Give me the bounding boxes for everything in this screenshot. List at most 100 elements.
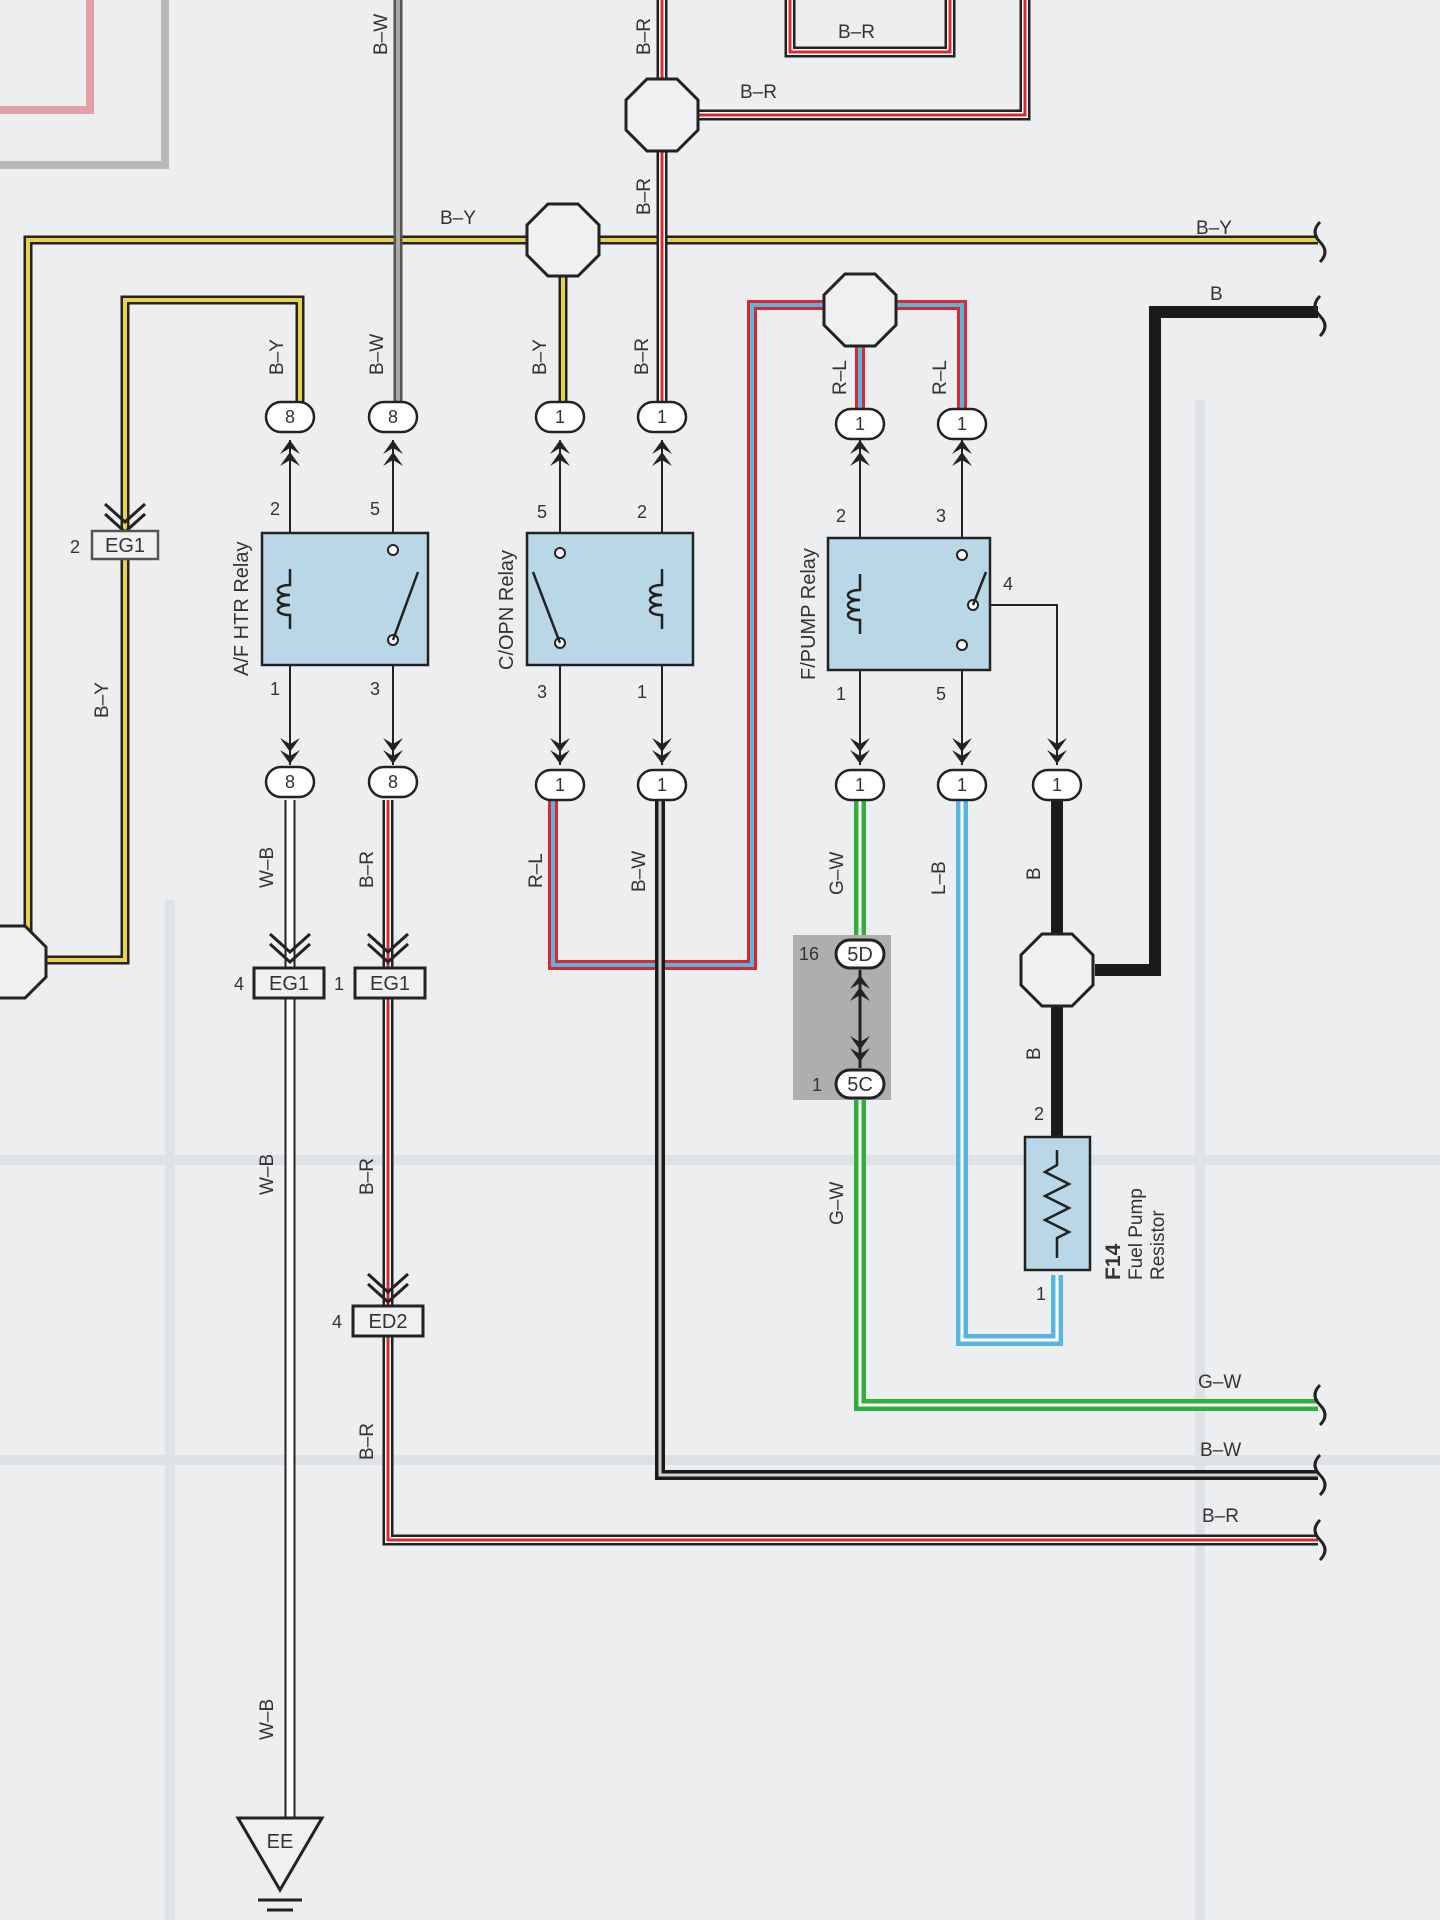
pin-label: 1 bbox=[957, 775, 967, 795]
pin-number: 5 bbox=[537, 502, 547, 522]
pin-number: 5 bbox=[370, 499, 380, 519]
pin-label: 8 bbox=[388, 772, 398, 792]
wire-label: B–R bbox=[357, 1423, 378, 1460]
af-htr-relay-label: A/F HTR Relay bbox=[231, 542, 253, 676]
fuel-pump-resistor: 2 1 F14 Fuel Pump Resistor bbox=[1023, 1104, 1169, 1304]
pin-number: 1 bbox=[812, 1075, 822, 1095]
pin-number: 1 bbox=[334, 974, 344, 994]
wire-label: B–R bbox=[634, 178, 655, 215]
wire-label: B bbox=[1024, 867, 1045, 880]
pin-label: 8 bbox=[285, 407, 295, 427]
wire-label: B–Y bbox=[1196, 218, 1232, 239]
pin-number: 2 bbox=[270, 499, 280, 519]
connector-ed2: ED2 4 bbox=[332, 1304, 425, 1338]
wire-label: B–R bbox=[357, 851, 378, 888]
connector-eg1-wb: EG1 4 bbox=[234, 966, 326, 1000]
connector-code: EG1 bbox=[370, 973, 410, 995]
background-grid bbox=[0, 400, 1440, 1920]
fpump-relay bbox=[826, 536, 992, 672]
af-htr-relay bbox=[260, 531, 430, 667]
pin-number: 1 bbox=[637, 682, 647, 702]
pin-number: 2 bbox=[836, 506, 846, 526]
wire-label: G–W bbox=[1198, 1372, 1241, 1393]
wire-label: B–R bbox=[740, 82, 777, 103]
wire-r-l bbox=[548, 300, 967, 970]
pin-label: 1 bbox=[1052, 775, 1062, 795]
resistor-name-line2: Resistor bbox=[1148, 1210, 1169, 1280]
pin-number: 1 bbox=[836, 684, 846, 704]
wire-label: B–Y bbox=[92, 682, 113, 718]
wire-labels-horizontal: B–Y B–R B–R B–Y B G–W B–W B–R bbox=[440, 22, 1241, 1527]
pin-number: 4 bbox=[332, 1312, 342, 1332]
wire-label: B–R bbox=[634, 18, 655, 55]
wire-label: B–W bbox=[1200, 1440, 1241, 1461]
copn-relay bbox=[525, 531, 695, 667]
pin-number: 3 bbox=[936, 506, 946, 526]
wire-label: B–Y bbox=[267, 339, 288, 375]
ground-code: EE bbox=[267, 1831, 294, 1853]
wire-b-right bbox=[1051, 306, 1318, 1140]
pin-label: 1 bbox=[855, 414, 865, 434]
connector-code: 5D bbox=[847, 944, 873, 966]
wire-b-y-bus bbox=[23, 235, 1318, 965]
wire-l-b bbox=[956, 800, 1063, 1346]
wire-label: B–R bbox=[1202, 1506, 1239, 1527]
wire-label: B–R bbox=[838, 22, 875, 43]
pin-number: 3 bbox=[370, 679, 380, 699]
wire-label: G–W bbox=[827, 852, 848, 895]
wire-label: B–W bbox=[367, 334, 388, 375]
connector-code: EG1 bbox=[105, 535, 145, 557]
wire-label: B–R bbox=[632, 338, 653, 375]
pin-label: 1 bbox=[555, 775, 565, 795]
connector-eg1-br: EG1 1 bbox=[334, 966, 427, 1000]
wire-b-w-bottom bbox=[655, 800, 1318, 1480]
wire-label: R–L bbox=[830, 360, 851, 395]
wire-label: W–B bbox=[257, 1154, 278, 1195]
pin-number: 2 bbox=[1034, 1104, 1044, 1124]
wire-b-r-top bbox=[656, 0, 1031, 410]
continuation-marks bbox=[1313, 220, 1327, 1562]
pin-label: 1 bbox=[855, 775, 865, 795]
wire-b-r-bottom bbox=[382, 800, 1318, 1546]
connector-code: EG1 bbox=[269, 973, 309, 995]
pin-label: 1 bbox=[657, 775, 667, 795]
connector-5d-5c-block: 5D 16 5C 1 bbox=[793, 935, 891, 1100]
pin-number: 1 bbox=[270, 679, 280, 699]
wire-label: B bbox=[1210, 284, 1223, 305]
wire-label: W–B bbox=[257, 1699, 278, 1740]
pin-number: 3 bbox=[537, 682, 547, 702]
connector-code: 5C bbox=[847, 1074, 873, 1096]
wire-label: R–L bbox=[930, 360, 951, 395]
wire-label: B–R bbox=[357, 1158, 378, 1195]
frame-lines bbox=[0, 0, 169, 169]
ground-ee: EE bbox=[235, 1816, 325, 1912]
pin-label: 1 bbox=[957, 414, 967, 434]
wire-label: B–W bbox=[371, 14, 392, 55]
connector-code: ED2 bbox=[369, 1311, 408, 1333]
connector-eg1-left: EG1 2 bbox=[70, 529, 160, 561]
pin-label: 1 bbox=[657, 407, 667, 427]
fpump-relay-label: F/PUMP Relay bbox=[798, 548, 820, 680]
wire-label: W–B bbox=[257, 847, 278, 888]
wire-label: L–B bbox=[929, 861, 950, 895]
wire-label: B–Y bbox=[530, 339, 551, 375]
pin-number: 4 bbox=[1003, 574, 1013, 594]
resistor-name-line1: Fuel Pump bbox=[1126, 1188, 1147, 1280]
wire-label: B–W bbox=[629, 851, 650, 892]
pin-number: 2 bbox=[637, 502, 647, 522]
wire-label: R–L bbox=[526, 853, 547, 888]
pin-number: 16 bbox=[799, 944, 819, 964]
wire-label: G–W bbox=[827, 1182, 848, 1225]
wire-label: B bbox=[1024, 1047, 1045, 1060]
resistor-code: F14 bbox=[1102, 1243, 1125, 1280]
pin-number: 1 bbox=[1036, 1284, 1046, 1304]
copn-relay-label: C/OPN Relay bbox=[496, 550, 518, 670]
wire-label: B–Y bbox=[440, 208, 476, 229]
relay-pin-numbers: 2 5 1 3 5 2 3 1 2 3 1 5 4 bbox=[270, 499, 1013, 704]
pin-number: 2 bbox=[70, 537, 80, 557]
pin-label: 1 bbox=[555, 407, 565, 427]
pin-label: 8 bbox=[285, 772, 295, 792]
pin-number: 5 bbox=[936, 684, 946, 704]
wire-labels-vertical: B–W B–R B–R B–Y B–W B–Y B–R R–L R–L B–Y … bbox=[92, 14, 1045, 1740]
